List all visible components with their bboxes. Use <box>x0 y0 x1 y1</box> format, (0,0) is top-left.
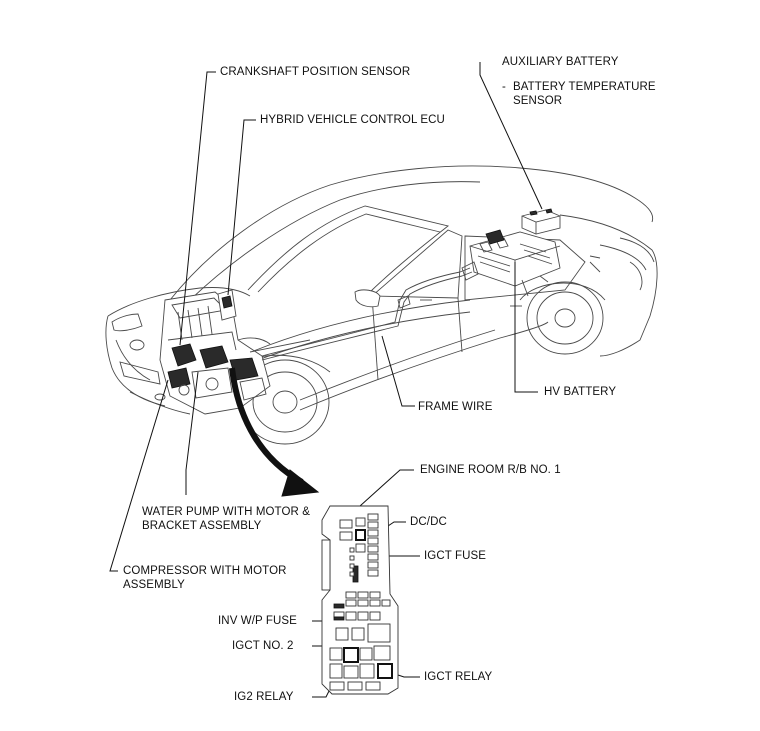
auxiliary-battery-label: AUXILIARY BATTERY <box>502 56 619 68</box>
engine-room-relay-block-label: ENGINE ROOM R/B NO. 1 <box>420 464 561 476</box>
water-pump-label: WATER PUMP WITH MOTOR & BRACKET ASSEMBLY <box>142 506 310 532</box>
engine-assembly <box>159 289 311 415</box>
frame-wire-harness <box>261 267 473 361</box>
compressor-label: COMPRESSOR WITH MOTOR ASSEMBLY <box>123 565 287 591</box>
igct-fuse-label: IGCT FUSE <box>424 550 487 562</box>
inv-wp-fuse-label: INV W/P FUSE <box>218 615 297 627</box>
battery-temperature-sensor-label: BATTERY TEMPERATURE SENSOR <box>513 81 656 107</box>
auxiliary-battery-part <box>521 208 561 235</box>
engine-room-relay-block <box>321 505 399 695</box>
hybrid-vehicle-control-ecu-label: HYBRID VEHICLE CONTROL ECU <box>260 114 445 126</box>
ig2-relay-label: IG2 RELAY <box>234 691 294 703</box>
crankshaft-position-sensor-label: CRANKSHAFT POSITION SENSOR <box>220 66 411 78</box>
hv-battery-pack <box>461 229 561 297</box>
battery-temperature-dash: - <box>502 81 506 93</box>
igct-no2-label: IGCT NO. 2 <box>232 640 294 652</box>
igct-relay-label: IGCT RELAY <box>424 671 493 683</box>
hv-battery-label: HV BATTERY <box>544 386 617 398</box>
dcdc-label: DC/DC <box>410 516 447 528</box>
callout-arrow <box>229 367 320 497</box>
frame-wire-label: FRAME WIRE <box>418 401 493 413</box>
